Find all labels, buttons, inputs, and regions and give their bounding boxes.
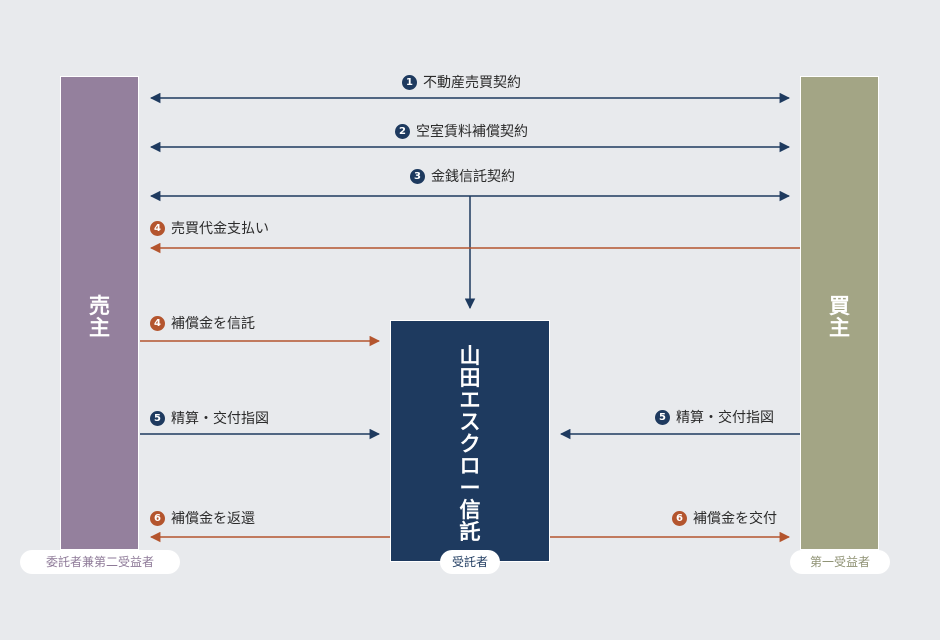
trust-box: 山 田 エ ス ク ロ ー 信 託 <box>390 320 550 562</box>
flow-label-payment: 4 売買代金支払い <box>150 218 269 238</box>
trust-title-char: ス <box>459 410 481 435</box>
flow-text: 空室賃料補償契約 <box>416 124 528 140</box>
step-number: 5 <box>655 409 670 425</box>
seller-title-char: 売 <box>89 294 110 318</box>
flow-text: 補償金を交付 <box>693 511 777 527</box>
flow-label-sale-contract: 1 不動産売買契約 <box>402 72 521 92</box>
step-number: 2 <box>395 123 410 139</box>
step-number: 4 <box>150 315 165 331</box>
flow-text: 精算・交付指図 <box>676 410 774 426</box>
trust-title-char: ロ <box>459 454 481 479</box>
trust-title-char: 託 <box>459 520 481 545</box>
flow-text: 補償金を信託 <box>171 316 255 332</box>
flow-text: 不動産売買契約 <box>423 75 521 91</box>
flow-label-deliver: 6 補償金を交付 <box>672 508 777 528</box>
trust-role-badge: 受託者 <box>440 550 500 574</box>
flow-label-trust-contract: 3 金銭信託契約 <box>410 166 515 186</box>
step-number: 4 <box>150 220 165 236</box>
buyer-title-char: 買 <box>829 294 850 318</box>
flow-label-return: 6 補償金を返還 <box>150 508 255 528</box>
trust-title-char: 信 <box>459 498 481 523</box>
seller-title: 売 主 <box>89 295 110 339</box>
buyer-title-char: 主 <box>829 316 850 341</box>
step-number: 5 <box>150 410 165 426</box>
flow-text: 精算・交付指図 <box>171 411 269 427</box>
buyer-role-badge: 第一受益者 <box>790 550 890 574</box>
trust-title-char: エ <box>459 388 481 413</box>
trust-title-char: 山 <box>459 344 481 368</box>
flow-label-instruction-seller: 5 精算・交付指図 <box>150 408 269 428</box>
trust-title-char: 田 <box>459 366 481 391</box>
buyer-title: 買 主 <box>829 295 850 339</box>
trust-title-char: ー <box>459 476 481 501</box>
flow-text: 売買代金支払い <box>171 221 269 237</box>
seller-title-char: 主 <box>89 316 110 341</box>
flow-label-instruction-buyer: 5 精算・交付指図 <box>655 407 774 427</box>
trust-title-char: ク <box>459 432 481 457</box>
buyer-column: 買 主 <box>800 76 879 550</box>
step-number: 6 <box>150 510 165 526</box>
step-number: 3 <box>410 168 425 184</box>
seller-column: 売 主 <box>60 76 139 550</box>
step-number: 6 <box>672 510 687 526</box>
seller-role-badge: 委託者兼第二受益者 <box>20 550 180 574</box>
trust-title: 山 田 エ ス ク ロ ー 信 託 <box>460 345 481 543</box>
flow-text: 金銭信託契約 <box>431 169 515 185</box>
flow-label-deposit: 4 補償金を信託 <box>150 313 255 333</box>
flow-label-vacancy-contract: 2 空室賃料補償契約 <box>395 121 528 141</box>
flow-text: 補償金を返還 <box>171 511 255 527</box>
step-number: 1 <box>402 74 417 90</box>
